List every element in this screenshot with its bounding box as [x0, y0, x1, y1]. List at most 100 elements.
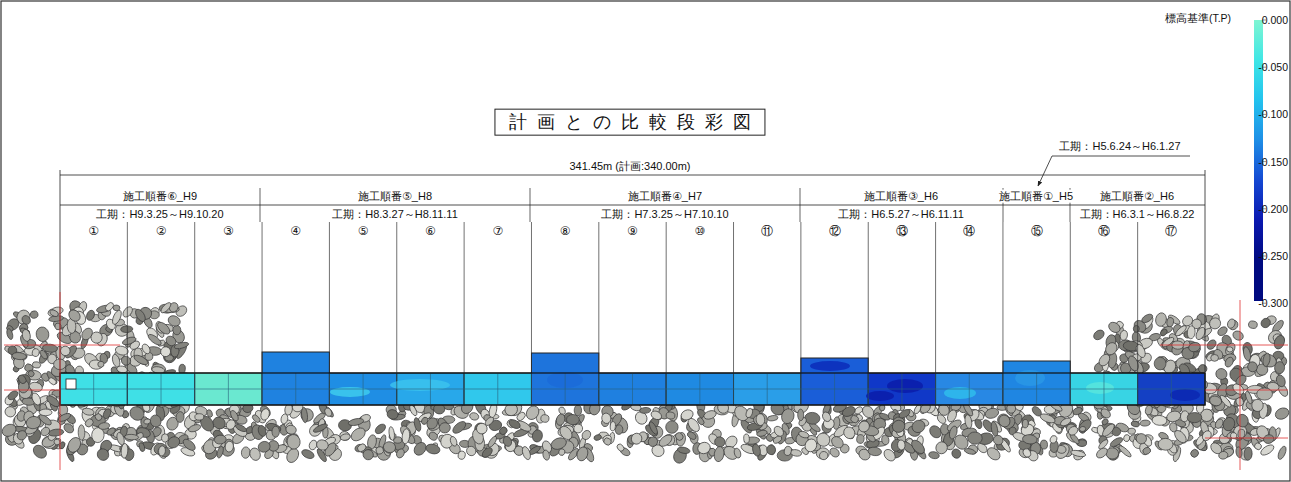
armor-block	[1230, 432, 1238, 440]
elevation-patch	[887, 379, 923, 393]
armor-block	[881, 435, 890, 446]
armor-block	[1076, 418, 1093, 435]
armor-block	[211, 415, 228, 432]
armor-block	[15, 429, 28, 442]
armor-block	[666, 411, 676, 419]
column-line	[194, 222, 195, 372]
armor-block	[1022, 419, 1028, 428]
column-line	[464, 222, 465, 372]
armor-block	[890, 418, 907, 434]
armor-block	[375, 445, 385, 455]
armor-block	[502, 435, 513, 448]
section-number: ⑰	[1163, 225, 1179, 239]
armor-block	[1134, 343, 1147, 359]
armor-block	[803, 437, 819, 454]
armor-block	[1211, 354, 1219, 361]
armor-block	[124, 434, 138, 440]
column-line	[733, 222, 734, 372]
armor-block	[84, 417, 95, 428]
armor-block	[1172, 428, 1188, 444]
armor-block	[195, 414, 204, 421]
armor-block	[1106, 448, 1119, 461]
armor-block	[1235, 446, 1243, 458]
armor-block	[909, 438, 927, 456]
armor-block	[1140, 420, 1151, 427]
stage-name: 施工順番①_H5	[997, 190, 1075, 203]
breakwater-body	[60, 352, 1205, 405]
section-number: ⑨	[625, 225, 640, 239]
scale-value: -0.150	[1258, 156, 1288, 168]
group-boundary	[530, 188, 531, 222]
armor-block	[991, 433, 1004, 446]
armor-block	[115, 432, 125, 446]
armor-block	[59, 344, 72, 357]
column-line	[531, 222, 532, 372]
armor-block	[251, 413, 261, 423]
armor-block	[159, 345, 173, 359]
scale-value: -0.300	[1258, 297, 1288, 309]
armor-block	[1158, 438, 1173, 450]
armor-block	[860, 404, 876, 420]
scale-value: -0.200	[1258, 203, 1288, 215]
section-number: ①	[86, 225, 101, 239]
armor-block	[30, 310, 39, 319]
armor-block	[32, 348, 40, 357]
armor-block	[1235, 413, 1250, 429]
armor-block	[674, 431, 685, 442]
armor-block	[814, 431, 832, 449]
armor-block	[428, 431, 439, 442]
armor-block	[216, 446, 225, 459]
armor-block	[798, 430, 810, 439]
marker	[66, 379, 76, 389]
armor-block	[425, 416, 440, 431]
stage-name: 施工順番②_H6	[1098, 190, 1176, 203]
armor-block	[1208, 393, 1223, 408]
armor-block	[120, 355, 133, 367]
armor-block	[964, 414, 973, 429]
armor-block	[1189, 448, 1200, 459]
armor-block	[465, 444, 478, 457]
column-line	[329, 222, 330, 372]
scale-value: 0.000	[1262, 14, 1288, 26]
armor-block	[1144, 405, 1153, 416]
armor-block	[386, 408, 399, 420]
section-number: ②	[154, 225, 169, 239]
armor-block	[1106, 447, 1119, 459]
armor-block	[1274, 406, 1291, 422]
stage-name: 施工順番⑤_H8	[356, 190, 434, 203]
armor-block	[1263, 434, 1275, 445]
armor-block	[772, 425, 785, 439]
armor-block	[555, 413, 566, 426]
period: 工期：H6.5.27～H6.11.11	[836, 208, 966, 221]
armor-block	[743, 434, 749, 444]
armor-block	[1101, 418, 1109, 426]
section-number: ⑧	[558, 225, 573, 239]
section-number: ④	[288, 225, 303, 239]
armor-block	[733, 447, 742, 458]
armor-block	[45, 394, 61, 409]
armor-block	[882, 447, 898, 463]
armor-block	[481, 446, 495, 459]
armor-block	[257, 424, 267, 437]
armor-block	[1059, 417, 1072, 428]
armor-block	[657, 433, 674, 449]
armor-block	[408, 404, 418, 417]
block-section	[531, 353, 598, 405]
armor-block	[147, 333, 163, 347]
armor-block	[469, 412, 480, 421]
armor-block	[910, 418, 928, 435]
armor-block	[1133, 325, 1139, 332]
section-number: ⑯	[1096, 225, 1112, 239]
dimension: 341.45m (計画:340.00m)	[567, 160, 692, 173]
armor-block	[745, 408, 754, 419]
armor-block	[997, 413, 1012, 429]
armor-block	[1165, 409, 1182, 423]
armor-block	[1248, 320, 1258, 329]
title: 計画との比較段彩図	[494, 109, 765, 136]
armor-block	[531, 429, 543, 443]
armor-block	[94, 412, 103, 421]
armor-block	[550, 436, 568, 452]
armor-block	[856, 419, 871, 434]
dimension-lines	[60, 170, 1205, 372]
armor-block	[0, 422, 18, 439]
